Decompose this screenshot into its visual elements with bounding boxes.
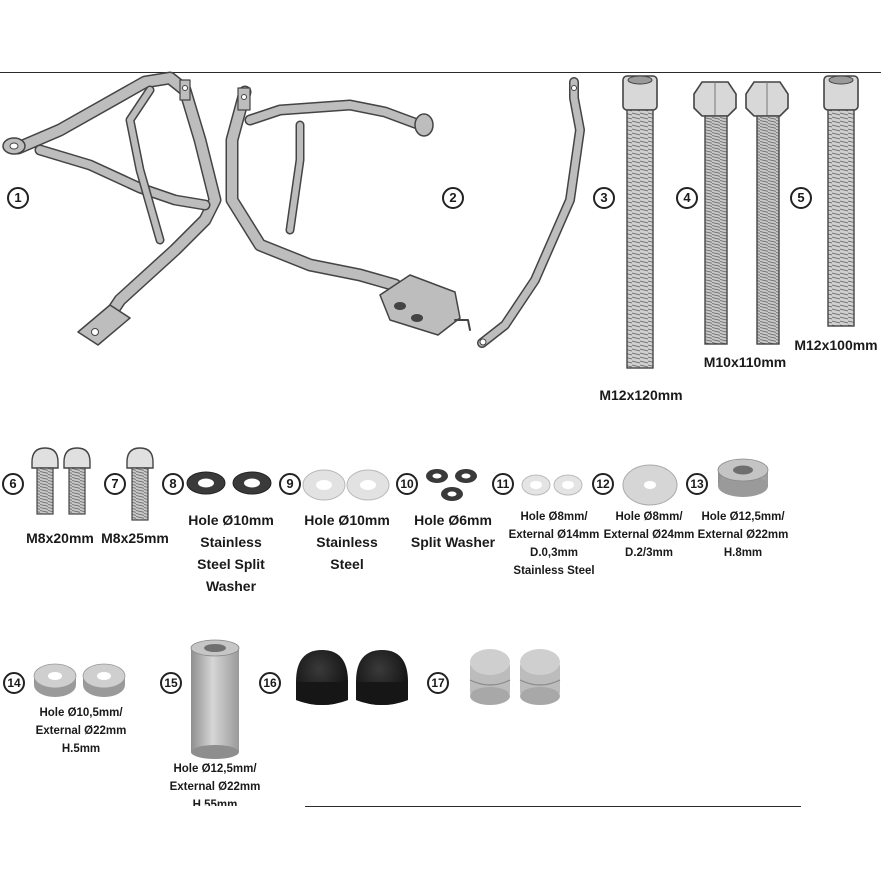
part-number-14: 14 [3, 672, 25, 694]
part-number-6: 6 [2, 473, 24, 495]
part-5-label: M12x100mm [793, 334, 879, 356]
part-number-5: 5 [790, 187, 812, 209]
part-number-8: 8 [162, 473, 184, 495]
part-number-7: 7 [104, 473, 126, 495]
split-washer-10mm [186, 471, 272, 495]
part-number-3: 3 [593, 187, 615, 209]
label-line: Washer [205, 578, 257, 594]
label-line: External Ø24mm [603, 529, 695, 541]
label-line: D.2/3mm [625, 547, 673, 559]
flat-washer-10mm [302, 469, 390, 501]
label-line: External Ø22mm [169, 781, 261, 793]
label-line: Hole Ø12,5mm/ [173, 763, 257, 775]
label-line: Hole Ø12,5mm/ [701, 511, 785, 523]
part-9-label: Hole Ø10mm Stainless Steel [294, 509, 400, 575]
plug-cap [469, 649, 561, 705]
part-4-label: M10x110mm [700, 351, 790, 373]
bolt-m8x25 [126, 447, 154, 521]
label-line: Hole Ø8mm/ [520, 511, 588, 523]
part-number-17: 17 [427, 672, 449, 694]
bolt-m12x100 [823, 75, 859, 327]
label-line: Stainless Steel [513, 565, 595, 577]
top-rule [0, 72, 881, 73]
part-10-label: Hole Ø6mm Split Washer [405, 509, 501, 553]
part-number-16: 16 [259, 672, 281, 694]
label-line: Stainless [200, 534, 262, 550]
crash-bar-right [225, 85, 471, 336]
washer-24mm [622, 464, 678, 506]
bolt-m10x110-b [745, 81, 789, 345]
part-12-label: Hole Ø8mm/ External Ø24mm D.2/3mm [602, 508, 696, 562]
part-14-label: Hole Ø10,5mm/ External Ø22mm H.5mm [28, 704, 134, 758]
label-line: H.55mm [192, 799, 238, 806]
label-line: Steel [330, 556, 364, 572]
label-line: External Ø22mm [35, 725, 127, 737]
part-11-label: Hole Ø8mm/ External Ø14mm D.0,3mm Stainl… [505, 508, 603, 580]
label-line: Hole Ø10mm [304, 512, 390, 528]
label-line: D.0,3mm [530, 547, 578, 559]
label-line: External Ø14mm [508, 529, 600, 541]
bolt-m8x20 [31, 447, 91, 515]
part-number-2: 2 [442, 187, 464, 209]
part-number-10: 10 [396, 473, 418, 495]
part-7-label: M8x25mm [100, 527, 170, 549]
label-line: Hole Ø10,5mm/ [39, 707, 123, 719]
part-6-label: M8x20mm [20, 527, 100, 549]
part-number-12: 12 [592, 473, 614, 495]
part-number-15: 15 [160, 672, 182, 694]
part-number-9: 9 [279, 473, 301, 495]
spacer-8mm [717, 458, 769, 497]
thin-washer-8mm [521, 474, 583, 496]
part-number-1: 1 [7, 187, 29, 209]
label-line: Hole Ø6mm [414, 512, 492, 528]
part-number-13: 13 [686, 473, 708, 495]
label-line: H.8mm [723, 547, 763, 559]
label-line: M10x110mm [703, 354, 787, 370]
support-strap [477, 77, 585, 348]
label-line: External Ø22mm [697, 529, 789, 541]
crash-bar-left [2, 71, 222, 346]
label-line: Hole Ø10mm [188, 512, 274, 528]
label-line: M12x120mm [599, 387, 683, 403]
label-line: M12x100mm [794, 337, 878, 353]
bolt-m10x110-a [693, 81, 737, 345]
split-washer-6mm [426, 469, 477, 501]
label-line: Stainless [316, 534, 378, 550]
label-line: Hole Ø8mm/ [615, 511, 683, 523]
cap-nut [296, 650, 408, 705]
part-number-11: 11 [492, 473, 514, 495]
part-15-label: Hole Ø12,5mm/ External Ø22mm H.55mm [162, 760, 268, 806]
part-number-4: 4 [676, 187, 698, 209]
part-8-label: Hole Ø10mm Stainless Steel Split Washer [178, 509, 284, 597]
spacer-5mm [33, 663, 126, 697]
label-line: M8x20mm [26, 530, 94, 546]
part-3-label: M12x120mm [596, 384, 686, 406]
bolt-m12x120 [622, 75, 658, 369]
bottom-rule [305, 806, 801, 807]
label-line: M8x25mm [101, 530, 169, 546]
spacer-55mm [190, 639, 240, 759]
label-line: Steel Split [197, 556, 265, 572]
label-line: H.5mm [61, 743, 101, 755]
label-line: Split Washer [410, 534, 496, 550]
part-13-label: Hole Ø12,5mm/ External Ø22mm H.8mm [694, 508, 792, 562]
